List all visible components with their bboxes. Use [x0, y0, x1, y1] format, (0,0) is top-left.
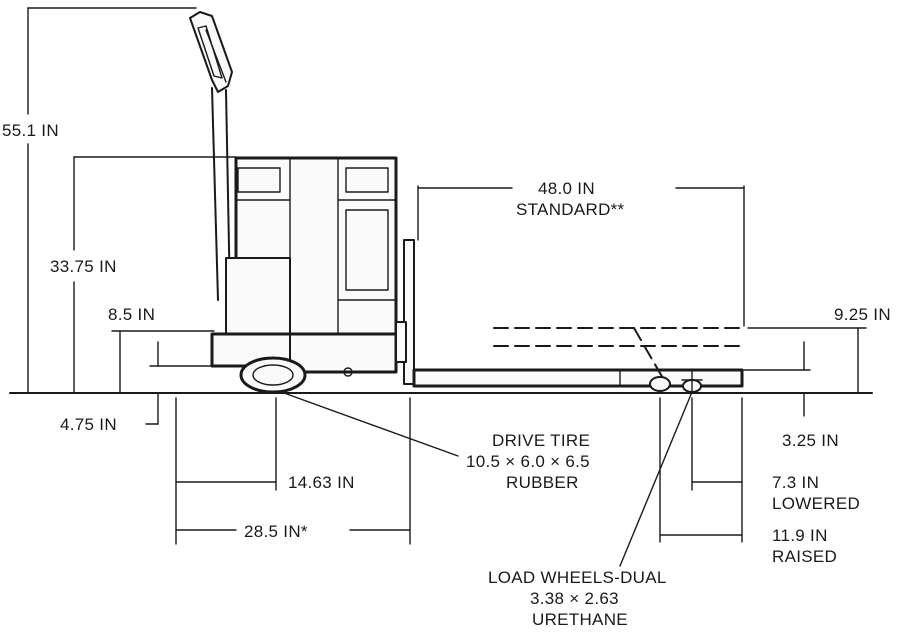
load-backrest [395, 239, 415, 385]
tiller-handle [189, 11, 233, 301]
label-drive-wheel-offset: 14.63 IN [288, 473, 355, 492]
dim-drive-wheel-offset [175, 397, 277, 545]
load-wheels [649, 371, 703, 393]
dim-base-length [175, 397, 411, 545]
label-load-wheel-lowered-note: LOWERED [772, 494, 860, 513]
dim-ground-clearance [145, 341, 213, 425]
label-body-height: 33.75 IN [50, 257, 117, 276]
label-chassis-height: 8.5 IN [108, 305, 155, 324]
label-fork-raised-height: 9.25 IN [834, 305, 891, 324]
labels: 55.1 IN 33.75 IN 8.5 IN 4.75 IN 48.0 IN … [2, 121, 891, 629]
label-load-wheels-material: URETHANE [532, 610, 628, 629]
label-drive-tire-size: 10.5 × 6.0 × 6.5 [466, 452, 590, 471]
leader-drive-tire [283, 392, 459, 457]
label-overall-height: 55.1 IN [2, 121, 59, 140]
label-fork-length-value: 48.0 IN [538, 179, 595, 198]
label-drive-tire-title: DRIVE TIRE [492, 431, 590, 450]
dim-overall-height [27, 7, 197, 394]
dim-fork-raised-height [747, 327, 867, 394]
label-drive-tire-material: RUBBER [506, 473, 579, 492]
dim-fork-length [417, 185, 745, 327]
label-load-wheel-raised-value: 11.9 IN [772, 526, 828, 545]
drive-tire [239, 356, 307, 394]
dim-chassis-height [111, 330, 215, 394]
label-ground-clearance: 4.75 IN [60, 415, 117, 434]
dim-fork-lowered-height [743, 341, 811, 417]
leader-load-wheels [619, 391, 693, 567]
label-load-wheels-title: LOAD WHEELS-DUAL [488, 568, 667, 587]
truck-body [225, 156, 398, 336]
dim-load-wheel [659, 397, 743, 543]
label-load-wheel-lowered-value: 7.3 IN [772, 473, 819, 492]
label-load-wheels-size: 3.38 × 2.63 [530, 589, 619, 608]
dim-body-height [73, 156, 237, 394]
label-load-wheel-raised-note: RAISED [772, 547, 837, 566]
dimension-lines [27, 7, 867, 567]
pallet-truck-drawing [189, 11, 745, 394]
label-fork-length-note: STANDARD** [516, 200, 625, 219]
fork-raised-dashed [493, 327, 745, 381]
label-fork-lowered-height: 3.25 IN [782, 431, 839, 450]
label-base-length: 28.5 IN* [244, 522, 308, 541]
